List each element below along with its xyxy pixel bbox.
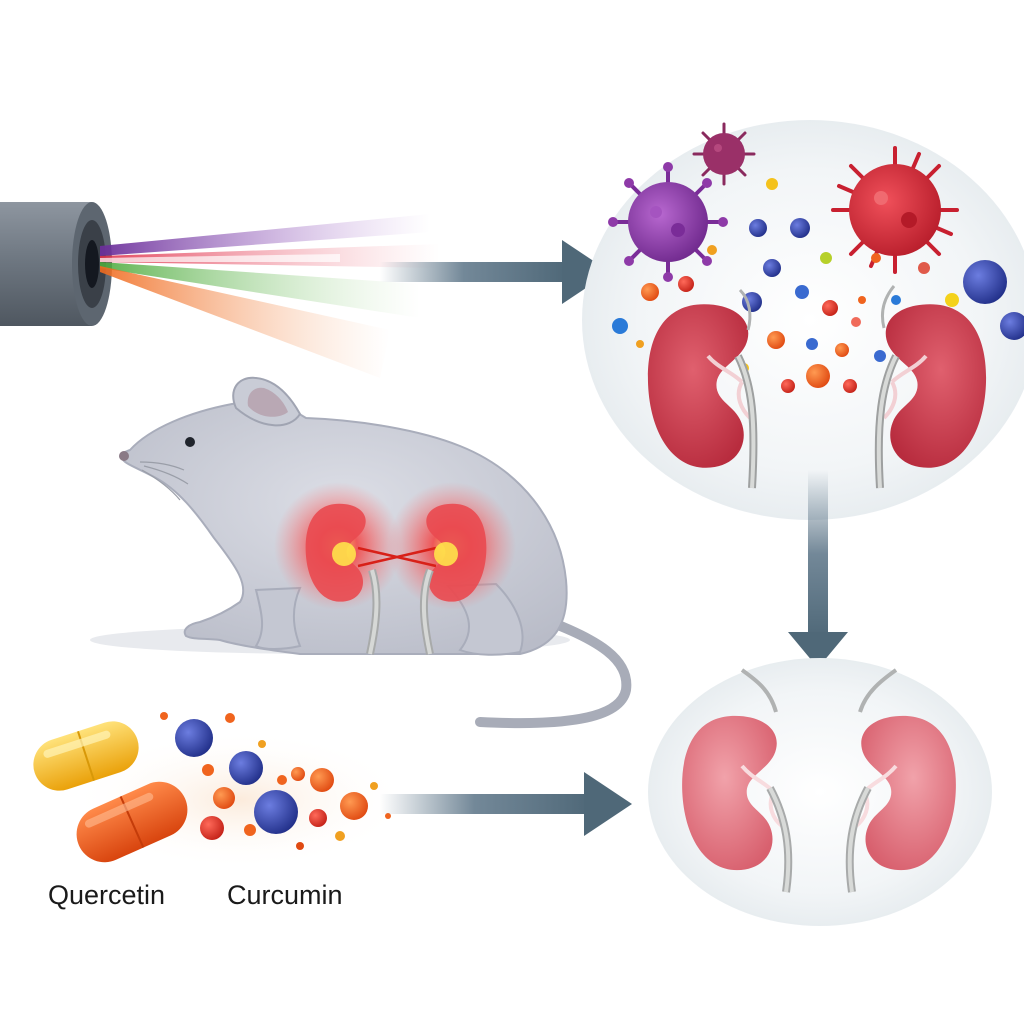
virus-icon bbox=[692, 122, 756, 186]
arrow-to-treatment bbox=[380, 772, 632, 836]
arrow-to-injury bbox=[380, 240, 610, 304]
drug-particles bbox=[160, 712, 391, 850]
healthy-kidney-panel bbox=[648, 658, 992, 926]
virus-icon bbox=[608, 162, 728, 282]
inflamed-kidneys-icon bbox=[647, 285, 987, 489]
injured-kidney-panel bbox=[582, 120, 1024, 520]
curcumin-label: Curcumin bbox=[227, 880, 343, 910]
arrow-to-recovery bbox=[788, 470, 848, 668]
glowing-kidneys bbox=[274, 482, 516, 655]
healthy-kidneys-icon bbox=[682, 668, 956, 893]
light-source bbox=[0, 202, 112, 326]
virus-icon bbox=[831, 146, 959, 274]
capsule-icon bbox=[33, 721, 410, 870]
quercetin-label: Quercetin bbox=[48, 880, 166, 910]
radiation-beams bbox=[100, 214, 440, 378]
mouse-icon bbox=[90, 376, 632, 729]
